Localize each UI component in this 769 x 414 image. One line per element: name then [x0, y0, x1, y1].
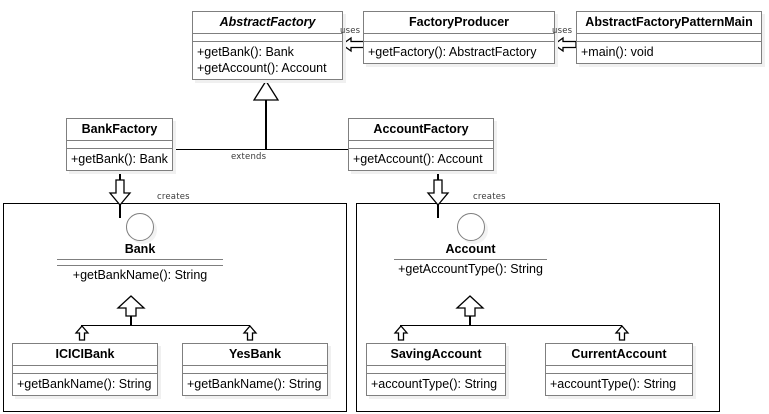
class-attributes-factoryproducer	[364, 34, 554, 43]
uses-arrowhead-factoryproducer	[552, 36, 577, 53]
edge-label-extends: extends	[231, 152, 267, 162]
operation-row: +accountType(): String	[550, 377, 677, 392]
interface-operations-bank: +getBankName(): String	[57, 266, 223, 284]
class-attributes-icicibank	[13, 366, 157, 375]
class-box-icicibank[interactable]: ICICIBank +getBankName(): String	[12, 343, 158, 397]
interface-name-bank: Bank	[124, 242, 156, 256]
bank-generalization-riser-center	[130, 313, 132, 326]
class-name-abstractfactory: AbstractFactory	[193, 12, 342, 35]
interface-circle-icon	[456, 213, 485, 241]
bank-realization-arrowhead	[116, 295, 146, 317]
bank-generalization-bar	[81, 325, 250, 327]
class-operations-bankfactory: +getBank(): Bank	[67, 149, 172, 170]
creates-arrowhead-bank	[108, 179, 132, 207]
class-box-main[interactable]: AbstractFactoryPatternMain +main(): void	[576, 11, 762, 65]
icicibank-realization-arrowhead	[74, 325, 90, 341]
interface-name-account: Account	[445, 242, 496, 256]
edge-label-creates-account: creates	[473, 192, 506, 202]
edge-label-uses-main-producer: uses	[552, 26, 573, 36]
creates-line-bankfactory-bank	[119, 172, 121, 182]
class-operations-factoryproducer: +getFactory(): AbstractFactory	[364, 42, 554, 63]
account-realization-arrowhead	[455, 295, 485, 317]
bank-group-frame	[3, 203, 347, 412]
uses-arrowhead-abstractfactory	[340, 36, 365, 53]
interface-attributes-bank	[57, 259, 223, 267]
class-name-yesbank: YesBank	[183, 344, 327, 367]
operation-row: +main(): void	[581, 45, 654, 60]
class-name-savingaccount: SavingAccount	[367, 344, 505, 367]
edge-label-creates-bank: creates	[157, 192, 190, 202]
savingaccount-realization-arrowhead	[393, 325, 409, 341]
class-box-yesbank[interactable]: YesBank +getBankName(): String	[182, 343, 328, 397]
extends-horizontal-bar	[142, 149, 412, 151]
extends-arrowhead-abstractfactory	[252, 79, 280, 101]
class-attributes-currentaccount	[546, 366, 692, 375]
creates-line-accountfactory-account	[437, 172, 439, 182]
interface-operations-account: +getAccountType(): String	[394, 260, 547, 278]
class-box-savingaccount[interactable]: SavingAccount +accountType(): String	[366, 343, 506, 397]
class-operations-main: +main(): void	[577, 42, 761, 63]
interface-circle-icon	[126, 213, 154, 241]
operation-row: +getAccount(): Account	[353, 152, 483, 167]
class-name-bankfactory: BankFactory	[67, 119, 172, 142]
class-operations-yesbank: +getBankName(): String	[183, 374, 327, 395]
class-operations-accountfactory: +getAccount(): Account	[349, 149, 493, 170]
currentaccount-realization-arrowhead	[614, 325, 630, 341]
class-attributes-accountfactory	[349, 141, 493, 150]
interface-bank[interactable]: Bank +getBankName(): String	[57, 213, 223, 284]
class-attributes-savingaccount	[367, 366, 505, 375]
class-name-currentaccount: CurrentAccount	[546, 344, 692, 367]
extends-riser-vertical	[265, 96, 267, 150]
class-attributes-abstractfactory	[193, 34, 342, 43]
class-box-abstractfactory[interactable]: AbstractFactory +getBank(): Bank +getAcc…	[192, 11, 343, 81]
operation-row: +getBank(): Bank	[71, 152, 168, 167]
class-attributes-bankfactory	[67, 141, 172, 150]
operation-row: +getBankName(): String	[72, 268, 208, 283]
class-box-factoryproducer[interactable]: FactoryProducer +getFactory(): AbstractF…	[363, 11, 555, 65]
class-name-icicibank: ICICIBank	[13, 344, 157, 367]
class-attributes-main	[577, 34, 761, 43]
operation-row: +accountType(): String	[371, 377, 498, 392]
yesbank-realization-arrowhead	[242, 325, 258, 341]
operation-row: +getAccountType(): String	[398, 262, 543, 277]
operation-row: +getBankName(): String	[187, 377, 322, 392]
account-generalization-riser-center	[469, 313, 471, 326]
class-box-accountfactory[interactable]: AccountFactory +getAccount(): Account	[348, 118, 494, 172]
class-box-currentaccount[interactable]: CurrentAccount +accountType(): String	[545, 343, 693, 397]
class-operations-savingaccount: +accountType(): String	[367, 374, 505, 395]
edge-label-uses-producer-abstractfactory: uses	[340, 26, 361, 36]
operation-row: +getBank(): Bank	[197, 45, 294, 60]
class-name-factoryproducer: FactoryProducer	[364, 12, 554, 35]
class-operations-currentaccount: +accountType(): String	[546, 374, 692, 395]
creates-tail-accountfactory-account	[437, 204, 439, 218]
creates-tail-bankfactory-bank	[119, 204, 121, 218]
interface-separator-account	[394, 259, 547, 261]
operation-row: +getFactory(): AbstractFactory	[368, 45, 537, 60]
class-name-accountfactory: AccountFactory	[349, 119, 493, 142]
class-box-bankfactory[interactable]: BankFactory +getBank(): Bank	[66, 118, 173, 172]
account-group-frame	[356, 203, 720, 412]
operation-row: +getAccount(): Account	[197, 61, 327, 76]
class-attributes-yesbank	[183, 366, 327, 375]
operation-row: +getBankName(): String	[17, 377, 152, 392]
class-operations-icicibank: +getBankName(): String	[13, 374, 157, 395]
creates-arrowhead-account	[426, 179, 450, 207]
interface-account[interactable]: Account +getAccountType(): String	[394, 213, 547, 278]
account-generalization-bar	[400, 325, 622, 327]
class-operations-abstractfactory: +getBank(): Bank +getAccount(): Account	[193, 42, 342, 79]
class-name-main: AbstractFactoryPatternMain	[577, 12, 761, 35]
